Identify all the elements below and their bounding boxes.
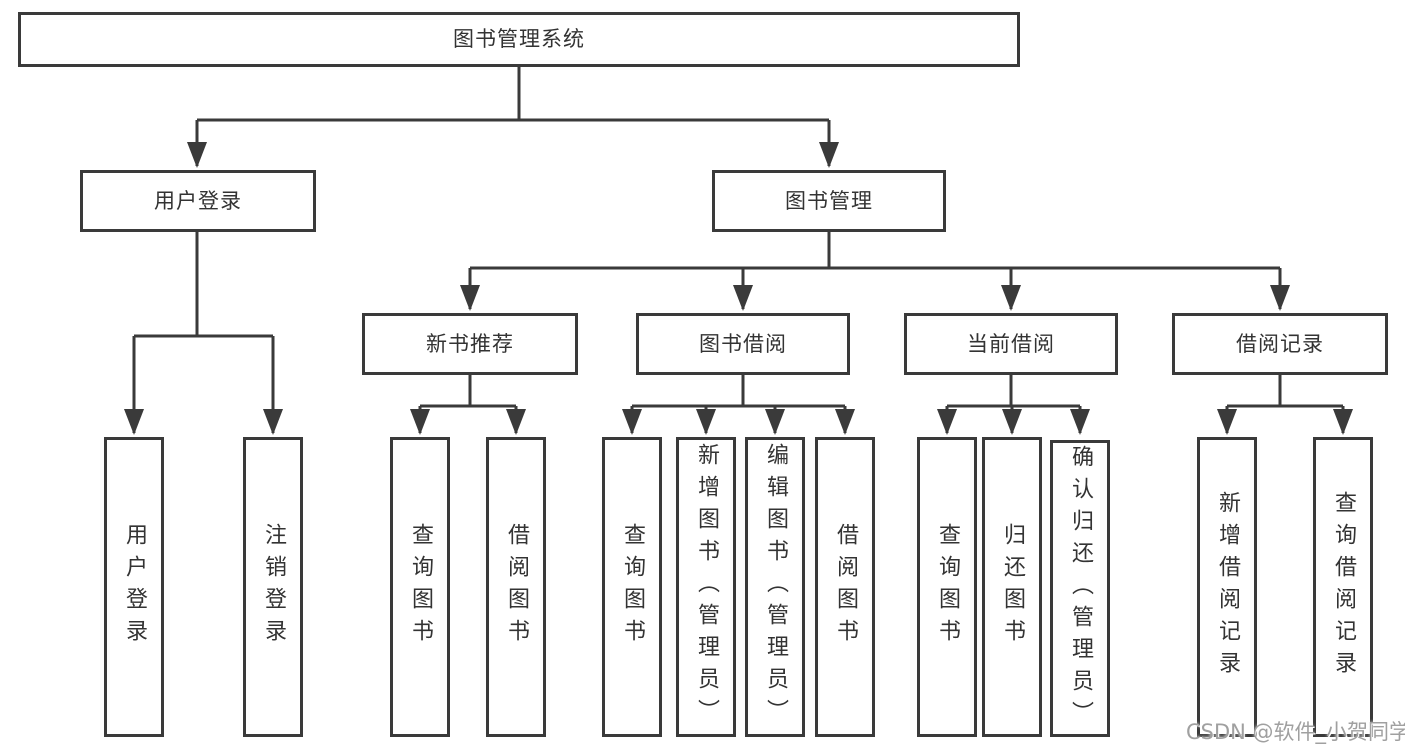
leaf-confirm-return-admin: 确认归还（管理员） [1050, 440, 1110, 737]
leaf-query-books-recommend: 查询图书 [390, 437, 450, 737]
node-library-management-system: 图书管理系统 [18, 12, 1020, 67]
leaf-query-books-borrow: 查询图书 [602, 437, 662, 737]
leaf-query-books-current: 查询图书 [917, 437, 977, 737]
node-book-management: 图书管理 [712, 170, 946, 232]
leaf-user-login: 用户登录 [104, 437, 164, 737]
leaf-add-borrow-record: 新增借阅记录 [1197, 437, 1257, 737]
leaf-logout: 注销登录 [243, 437, 303, 737]
csdn-watermark: CSDN @软件_小贺同学 [1186, 720, 1405, 744]
leaf-return-books: 归还图书 [982, 437, 1042, 737]
leaf-edit-books-admin: 编辑图书（管理员） [745, 437, 805, 737]
leaf-borrow-books: 借阅图书 [815, 437, 875, 737]
leaf-add-books-admin: 新增图书（管理员） [676, 437, 736, 737]
node-borrow-records: 借阅记录 [1172, 313, 1388, 375]
node-user-login: 用户登录 [80, 170, 316, 232]
node-current-borrow: 当前借阅 [904, 313, 1118, 375]
node-new-book-recommend: 新书推荐 [362, 313, 578, 375]
node-book-borrow: 图书借阅 [636, 313, 850, 375]
leaf-query-borrow-record: 查询借阅记录 [1313, 437, 1373, 737]
leaf-borrow-books-recommend: 借阅图书 [486, 437, 546, 737]
